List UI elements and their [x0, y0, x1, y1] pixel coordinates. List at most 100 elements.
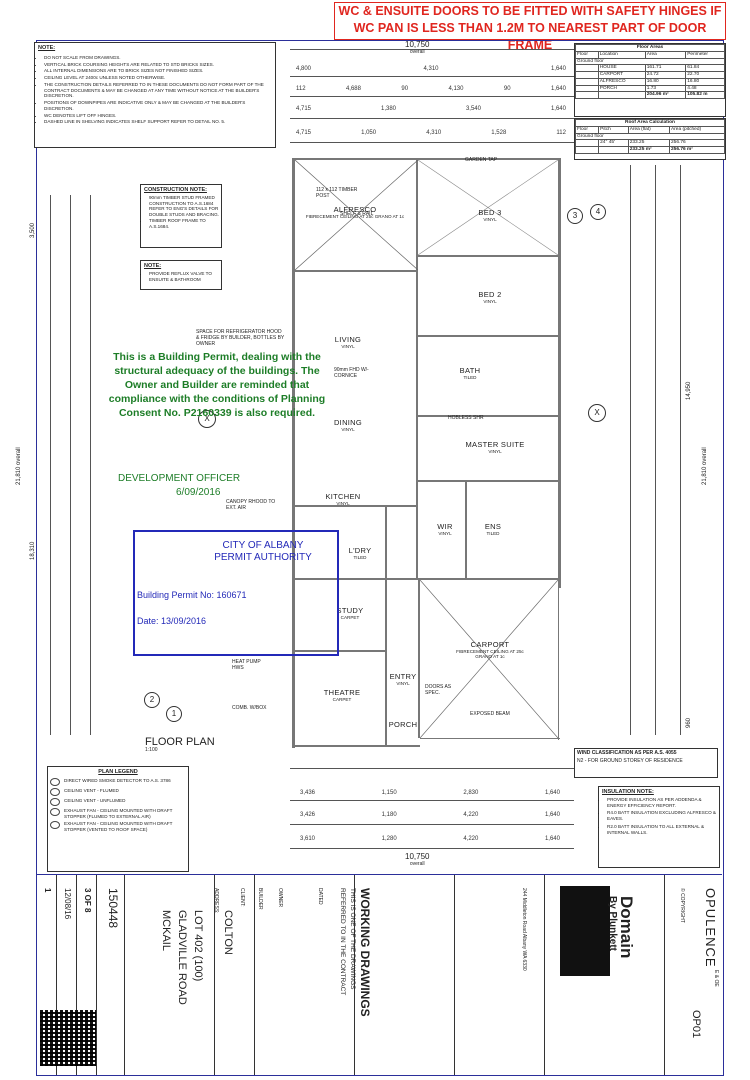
col-header: Pitch: [598, 125, 629, 134]
room-name: CARPORT: [470, 640, 510, 649]
cell: ALFRESCO: [597, 77, 646, 86]
dimension-line: [290, 96, 574, 97]
legend-text: DIRECT WIRED SMOKE DETECTOR TO A.S. 3786: [64, 778, 171, 783]
note-item: DASHED LINE IN SHELVING INDICATES SHELF …: [44, 119, 275, 125]
section-label: Ground floor: [575, 132, 725, 141]
right-sub-dimension: 14,950: [686, 381, 692, 400]
insulation-item: R4.0 BATT INSULATION EXCLUDING ALFRESCO …: [607, 810, 719, 821]
dimension-line: [290, 824, 574, 825]
legend-item: CEILING VENT - UNFLUMED: [48, 797, 188, 807]
left-sub-dimension: 18,310: [30, 541, 36, 560]
stamp-line: structural adequacy of the buildings. Th…: [114, 365, 320, 377]
cell: 1.73: [644, 84, 687, 93]
dimension-value: 112: [296, 86, 306, 92]
albany-line-2: PERMIT AUTHORITY: [214, 552, 312, 563]
dimension-line-vertical: [50, 195, 51, 735]
room-name: BED 2: [478, 290, 502, 299]
company-address: 244 Middleton Road Albany WA 6330: [521, 888, 527, 971]
owner-label: OWNER: [277, 888, 283, 908]
design-name: OPULENCE: [703, 888, 718, 968]
room-name: KITCHEN: [325, 492, 361, 501]
annotation-timber-post: 112 x 112 TIMBER POST: [316, 187, 358, 199]
title-text: FLOOR PLAN: [145, 736, 215, 748]
overall-width-top: 10,750 overall: [405, 40, 429, 55]
room-master-suite: MASTER SUITE VINYL: [460, 440, 530, 454]
room-name: ENS: [484, 522, 502, 531]
room-finish: CARPET: [332, 697, 352, 702]
room-porch: PORCH: [387, 720, 419, 729]
dimension-value: 1,640: [544, 790, 560, 796]
interior-wall: [292, 270, 418, 272]
col-header: Area: [644, 50, 687, 59]
building-permit-stamp: This is a Building Permit, dealing with …: [104, 350, 330, 420]
wind-title: WIND CLASSIFICATION AS PER A.S. 4055: [577, 750, 677, 756]
development-officer-stamp: DEVELOPMENT OFFICER 6/09/2016: [118, 472, 240, 500]
annotation-shelf-rail: SHELF & RAIL: [340, 211, 374, 217]
dimension-sub: overall: [409, 48, 425, 55]
tb-col-working-drawings: [354, 875, 455, 1075]
legend-text: CEILING VENT - FLUMED: [64, 788, 119, 793]
room-finish: VINYL: [438, 531, 452, 536]
note-item: VERTICAL BRICK COURSING HEIGHTS ARE RELA…: [44, 62, 275, 68]
dimension-value: 112: [556, 130, 566, 136]
annotation-heat-pump: HEAT PUMP HWS: [232, 659, 261, 671]
cell: [598, 146, 629, 154]
general-notes: NOTE: DO NOT SCALE FROM DRAWINGS. VERTIC…: [34, 42, 276, 148]
wind-classification: WIND CLASSIFICATION AS PER A.S. 4055 N2 …: [574, 748, 718, 778]
notes-title: NOTE:: [38, 45, 56, 51]
stamp-line: Owner and Builder are reminded that: [124, 379, 310, 391]
room-wir: WIR VINYL: [430, 522, 460, 536]
dated-label: DATED: [317, 888, 323, 905]
cell: 24° 45': [598, 139, 629, 147]
col-header: Perimeter: [685, 50, 725, 59]
insulation-item: R2.0 BATT INSULATION TO ALL EXTERNAL & I…: [607, 824, 719, 835]
note-item: DO NOT SCALE FROM DRAWINGS.: [44, 55, 275, 61]
working-drawings-title: WORKING DRAWINGS: [358, 888, 372, 1017]
qr-code-icon: [40, 1010, 96, 1066]
legend-text: CEILING VENT - UNFLUMED: [64, 798, 126, 803]
room-laundry: L'DRY TILED: [338, 546, 382, 560]
exterior-wall: [292, 158, 295, 748]
bed3-roof-hatch: [418, 160, 558, 255]
insulation-item: PROVIDE INSULATION AS PER ADDENDA & ENER…: [607, 797, 719, 808]
cell: 61.84: [685, 64, 725, 72]
room-finish: TILED: [353, 555, 367, 560]
legend-item: DIRECT WIRED SMOKE DETECTOR TO A.S. 3786: [48, 777, 188, 787]
dimension-value: 4,220: [463, 836, 479, 842]
cell: [575, 71, 599, 79]
col-header: Area (flat): [627, 125, 670, 134]
dimension-value: 4,715: [296, 130, 312, 136]
dimension-row-2: 112 4,688 90 4,130 90 1,640: [296, 86, 566, 92]
room-name: BED 3: [478, 208, 502, 217]
section-marker-2: 2: [144, 692, 160, 708]
room-name: MASTER SUITE: [465, 440, 525, 449]
dimension-line: [290, 142, 574, 143]
dimension-value: 2,830: [463, 790, 479, 796]
reflux-note-title: NOTE:: [144, 263, 162, 269]
dimension-value: 1,150: [381, 790, 397, 796]
job-number: 150448: [106, 888, 120, 929]
city-of-albany-permit-stamp: CITY OF ALBANY PERMIT AUTHORITY Building…: [133, 530, 339, 656]
dimension-value: 1,640: [544, 812, 560, 818]
room-name: ENTRY: [389, 672, 417, 681]
cell: 204.96 m²: [644, 91, 687, 99]
vent-unflumed-icon: [50, 798, 60, 806]
room-bed2: BED 2 VINYL: [460, 290, 520, 304]
dimension-value: 4,310: [426, 130, 442, 136]
plan-legend: PLAN LEGEND DIRECT WIRED SMOKE DETECTOR …: [47, 766, 189, 872]
dimension-sub: overall: [702, 447, 708, 465]
exhaust-fan-flumed-icon: [50, 808, 60, 816]
exhaust-fan-vented-icon: [50, 821, 60, 829]
carport-edge: [420, 738, 560, 739]
dimension-value: 1,280: [381, 836, 397, 842]
dimension-value: 1,050: [361, 130, 377, 136]
annotation-exposed-beam: EXPOSED BEAM: [470, 711, 510, 717]
client-label: CLIENT:: [239, 888, 245, 907]
dimension-value: 1,640: [550, 106, 566, 112]
carport-edge: [558, 580, 559, 740]
dimension-value: 1,640: [550, 66, 566, 72]
construction-note-title: CONSTRUCTION NOTE:: [144, 187, 207, 193]
section-marker-3: 3: [567, 208, 583, 224]
smoke-detector-icon: [50, 778, 60, 786]
dimension-line-vertical: [680, 165, 681, 735]
